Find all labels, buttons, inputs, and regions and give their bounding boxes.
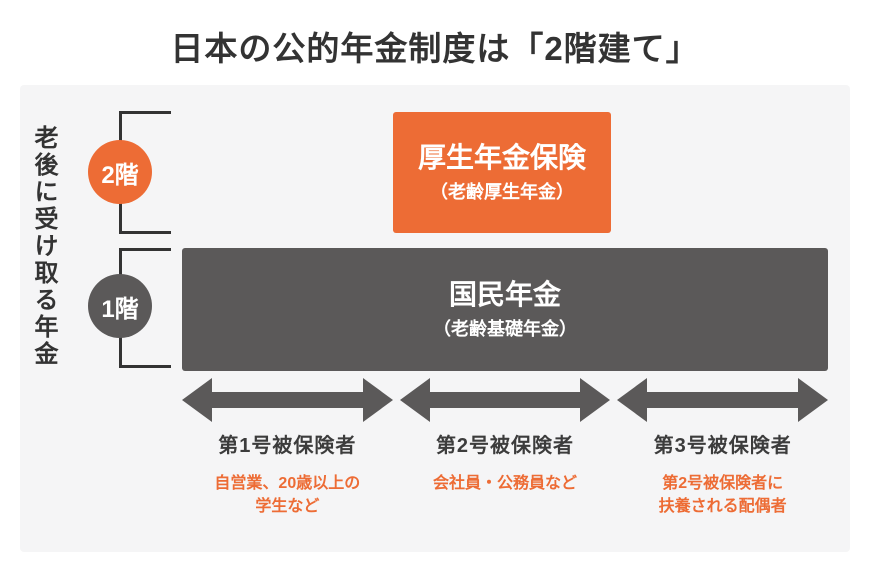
desc-line: 扶養される配偶者 — [658, 498, 787, 516]
double-arrow-category1 — [182, 378, 393, 422]
employees-pension-title: 厚生年金保険 — [417, 142, 586, 174]
insured-category3-label: 第3号被保険者 — [653, 435, 792, 457]
side-axis-label: 老後に受け取る年金 — [30, 125, 57, 368]
insured-category-arrows — [182, 378, 828, 422]
arrow-shaft — [643, 392, 803, 408]
desc-line: 会社員・公務員など — [433, 475, 578, 492]
insured-category1-desc: 自営業、20歳以上の 学生など — [182, 472, 393, 518]
insured-category2-desc: 会社員・公務員など — [400, 472, 611, 518]
insured-category-descriptions: 自営業、20歳以上の 学生など 会社員・公務員など 第2号被保険者に 扶養される… — [182, 472, 828, 518]
arrow-shaft — [425, 392, 585, 408]
national-pension-subtitle: （老齢基礎年金） — [433, 319, 577, 339]
double-arrow-category3 — [617, 378, 828, 422]
desc-line: 自営業、20歳以上の — [214, 475, 361, 492]
double-arrow-category2 — [399, 378, 611, 422]
employees-pension-subtitle: （老齢厚生年金） — [430, 182, 574, 202]
arrow-shaft — [208, 392, 367, 408]
page-title: 日本の公的年金制度は「2階建て」 — [170, 30, 700, 67]
national-pension-box: 国民年金 （老齢基礎年金） — [182, 248, 828, 371]
tier2-badge: 2階 — [88, 140, 152, 204]
national-pension-title: 国民年金 — [448, 279, 561, 311]
insured-category1-label: 第1号被保険者 — [218, 435, 357, 457]
tier1-badge: 1階 — [88, 274, 152, 338]
insured-category3-desc: 第2号被保険者に 扶養される配偶者 — [617, 472, 828, 518]
insured-category-labels: 第1号被保険者 第2号被保険者 第3号被保険者 — [182, 429, 828, 458]
employees-pension-box: 厚生年金保険 （老齢厚生年金） — [393, 112, 611, 233]
desc-line: 第2号被保険者に — [662, 475, 784, 492]
desc-line: 学生など — [255, 498, 320, 516]
insured-category2-label: 第2号被保険者 — [435, 435, 575, 457]
diagram-panel: 老後に受け取る年金 2階 1階 厚生年金保険 （老齢厚生年金） 国民年金 （老齢… — [20, 85, 850, 552]
